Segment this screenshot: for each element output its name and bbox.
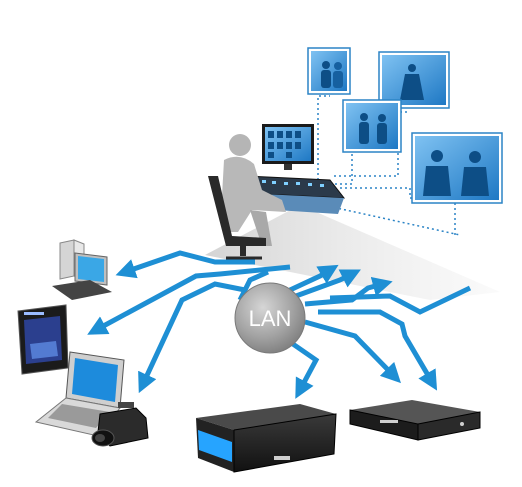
video-server-icon <box>196 404 337 473</box>
video-wall-links <box>299 95 461 238</box>
lan-hub: LAN <box>234 282 306 354</box>
video-wall-screen-icon <box>342 99 402 153</box>
laptop-icon <box>34 351 125 437</box>
video-camera-icon <box>91 402 149 447</box>
video-wall-screen-icon <box>307 47 351 95</box>
network-links <box>87 250 472 399</box>
video-wall-screen-icon <box>411 132 503 204</box>
video-wall-screen-icon <box>378 51 450 109</box>
desktop-pc-icon <box>52 239 112 300</box>
rack-server-icon <box>349 400 481 441</box>
lan-label: LAN <box>249 306 292 331</box>
chair-icon <box>208 176 266 260</box>
broadcast-monitor-icon <box>17 304 69 375</box>
floor-shadow <box>205 205 500 300</box>
operator-icon <box>222 134 286 246</box>
